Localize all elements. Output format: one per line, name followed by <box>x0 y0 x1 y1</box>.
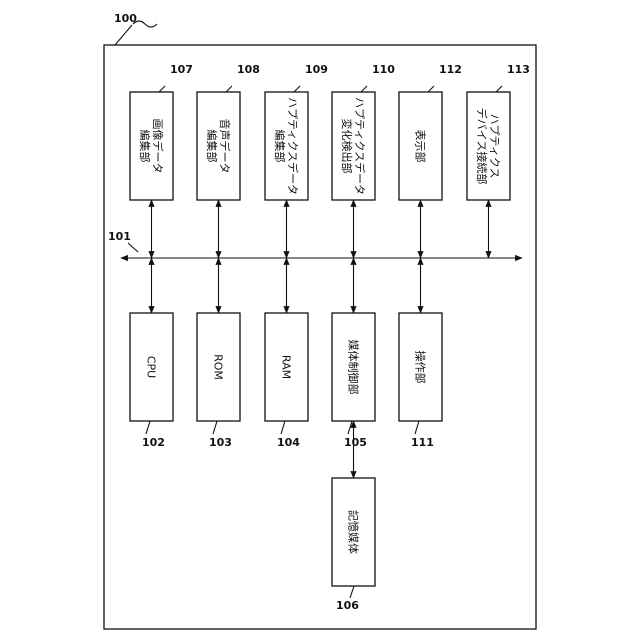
block-108-label-line: 音声データ <box>218 119 232 174</box>
block-108: 音声データ編集部 <box>197 92 240 200</box>
block-112-label: 表示部 <box>414 130 428 163</box>
block-110-label-line: ハプティクスデータ <box>353 97 367 195</box>
block-104-ref: 104 <box>277 436 300 449</box>
block-113-label-line: ハプティクス <box>488 113 501 178</box>
block-110: ハプティクスデータ変化検出部 <box>332 92 375 200</box>
block-102-label-line: CPU <box>145 356 158 378</box>
system-bus-ref: 101 <box>108 230 131 243</box>
block-109-label-line: ハプティクスデータ <box>286 97 300 195</box>
block-111: 操作部 <box>399 313 442 421</box>
block-103-label-line: ROM <box>212 354 225 380</box>
block-106: 記憶媒体 <box>332 478 375 586</box>
block-112-ref: 112 <box>439 63 462 76</box>
block-111-label-line: 操作部 <box>414 351 428 384</box>
block-102-ref: 102 <box>142 436 165 449</box>
block-105: 媒体制御部 <box>332 313 375 421</box>
block-103: ROM <box>197 313 240 421</box>
block-112-label-line: 表示部 <box>414 130 428 163</box>
block-113-ref: 113 <box>507 63 530 76</box>
block-107-ref: 107 <box>170 63 193 76</box>
block-108-label-line: 編集部 <box>205 130 219 163</box>
block-111-ref: 111 <box>411 436 434 449</box>
block-104: RAM <box>265 313 308 421</box>
block-110-label-line: 変化検出部 <box>340 119 354 174</box>
block-108-ref: 108 <box>237 63 260 76</box>
block-113-label: ハプティクスデバイス接続部 <box>475 108 501 185</box>
block-106-ref: 106 <box>336 599 359 612</box>
block-106-label: 記憶媒体 <box>347 510 361 554</box>
block-110-ref: 110 <box>372 63 395 76</box>
block-112: 表示部 <box>399 92 442 200</box>
device-frame-ref: 100 <box>114 12 137 25</box>
block-109-label-line: 編集部 <box>273 130 287 163</box>
block-109-ref: 109 <box>305 63 328 76</box>
device-frame-leader-line <box>115 25 132 45</box>
block-107: 画像データ編集部 <box>130 92 173 200</box>
block-113: ハプティクスデバイス接続部 <box>467 92 510 200</box>
block-102: CPU <box>130 313 173 421</box>
block-107-label-line: 編集部 <box>138 130 152 163</box>
block-109: ハプティクスデータ編集部 <box>265 92 308 200</box>
block-103-ref: 103 <box>209 436 232 449</box>
block-102-label: CPU <box>145 356 158 378</box>
block-105-label: 媒体制御部 <box>347 340 361 395</box>
block-103-label: ROM <box>212 354 225 380</box>
block-107-label-line: 画像データ <box>151 119 165 174</box>
block-105-ref: 105 <box>344 436 367 449</box>
block-104-label: RAM <box>280 355 293 379</box>
block-113-label-line: デバイス接続部 <box>475 108 489 185</box>
block-105-label-line: 媒体制御部 <box>347 340 361 395</box>
block-106-label-line: 記憶媒体 <box>347 510 361 554</box>
block-104-label-line: RAM <box>280 355 293 379</box>
block-111-label: 操作部 <box>414 351 428 384</box>
